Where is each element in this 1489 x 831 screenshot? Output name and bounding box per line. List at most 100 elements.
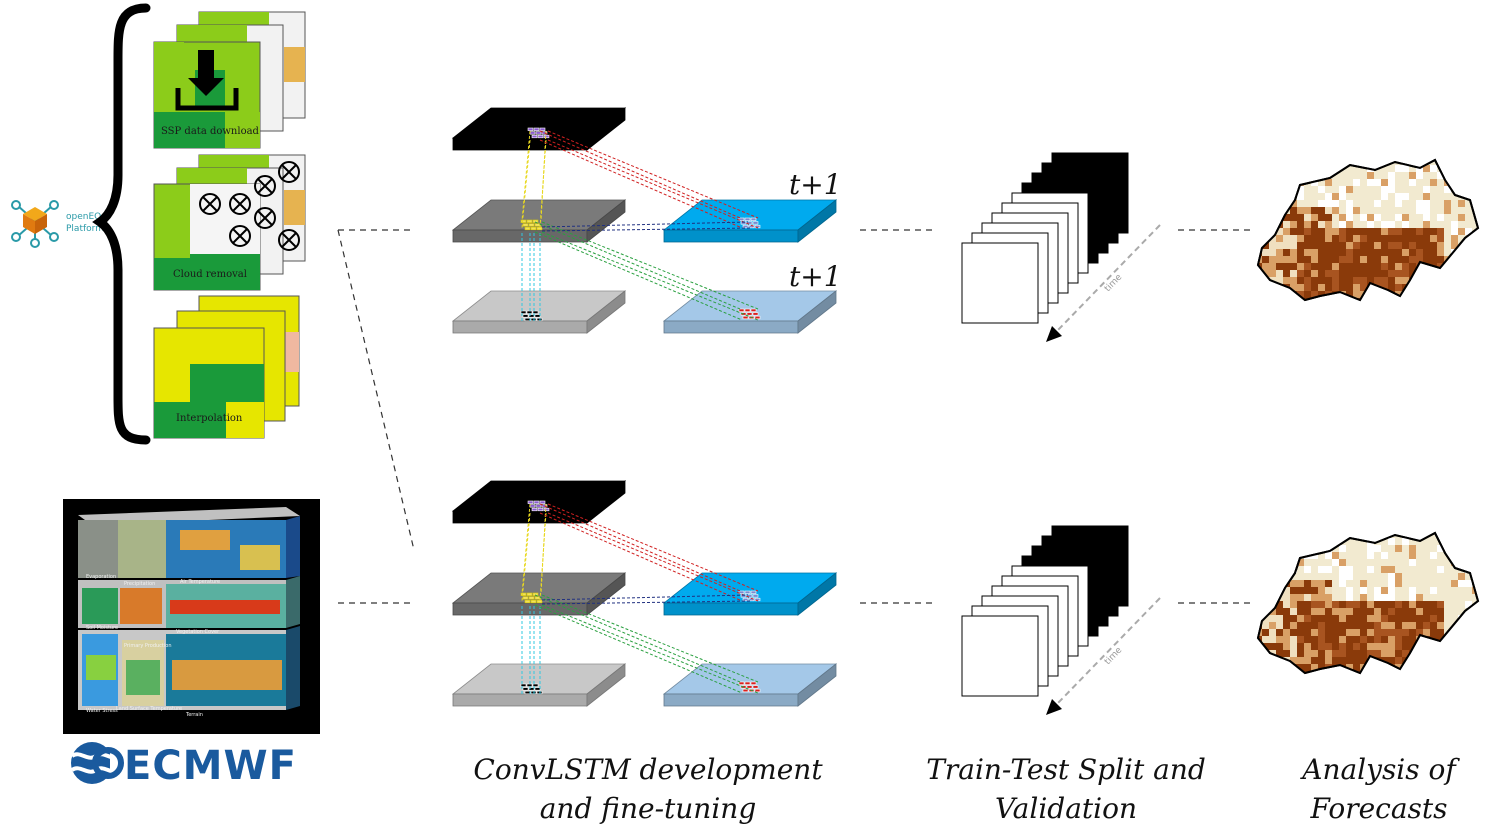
map-cell <box>1430 235 1437 242</box>
map-cell <box>1360 650 1367 657</box>
map-cell <box>1346 228 1353 235</box>
map-cell <box>1283 643 1290 650</box>
map-cell <box>1451 650 1458 657</box>
map-cell <box>1304 256 1311 263</box>
map-cell <box>1339 298 1346 300</box>
map-cell <box>1304 221 1311 228</box>
map-cell <box>1423 228 1430 235</box>
map-cell <box>1258 643 1262 650</box>
map-cell <box>1311 608 1318 615</box>
ssp-download-label: SSP data download <box>161 126 260 137</box>
map-cell <box>1402 650 1409 657</box>
time-arrow-line <box>1057 597 1161 704</box>
map-cell <box>1297 580 1304 587</box>
map-cell <box>1416 277 1423 284</box>
map-cell <box>1318 186 1325 193</box>
map-cell <box>1437 657 1444 664</box>
map-cell <box>1304 643 1311 650</box>
map-cell <box>1388 179 1395 186</box>
map-cell <box>1318 214 1325 221</box>
map-cell <box>1339 263 1346 270</box>
map-cell <box>1374 179 1381 186</box>
map-cell <box>1297 256 1304 263</box>
map-cell <box>1416 622 1423 629</box>
map-cell <box>1402 608 1409 615</box>
map-cell <box>1367 256 1374 263</box>
map-cell <box>1290 671 1297 673</box>
map-cell <box>1367 629 1374 636</box>
map-cell <box>1339 284 1346 291</box>
map-cell <box>1325 214 1332 221</box>
map-cell <box>1311 622 1318 629</box>
map-cell <box>1311 284 1318 291</box>
map-cell <box>1290 179 1297 186</box>
map-cell <box>1374 587 1381 594</box>
map-cell <box>1269 615 1276 622</box>
map-cell <box>1339 566 1346 573</box>
map-cell <box>1381 587 1388 594</box>
map-cell <box>1353 291 1360 298</box>
map-cell <box>1311 291 1318 298</box>
map-cell <box>1388 650 1395 657</box>
kernel-grid-bottom <box>520 310 543 322</box>
map-cell <box>1258 615 1262 622</box>
map-cell <box>1360 622 1367 629</box>
map-cell <box>1304 650 1311 657</box>
map-cell <box>1423 629 1430 636</box>
map-cell <box>1346 566 1353 573</box>
projection-line-yellow <box>521 130 531 222</box>
map-cell <box>1311 172 1318 179</box>
map-cell <box>1465 291 1472 298</box>
map-cell <box>1262 594 1269 601</box>
map-cell <box>1276 601 1283 608</box>
map-cell <box>1458 573 1465 580</box>
map-cell <box>1262 552 1269 559</box>
map-cell <box>1297 270 1304 277</box>
map-cell <box>1437 650 1444 657</box>
slab-side-face <box>586 199 626 243</box>
map-cell <box>1262 221 1269 228</box>
map-cell <box>1423 186 1430 193</box>
map-cell <box>1339 615 1346 622</box>
map-cell <box>1353 622 1360 629</box>
map-cell <box>1451 657 1458 664</box>
map-cell <box>1325 277 1332 284</box>
captions: ConvLSTM development and fine-tuning Tra… <box>473 753 1460 825</box>
map-cell <box>1395 657 1402 664</box>
map-cell <box>1332 235 1339 242</box>
map-cell <box>1346 242 1353 249</box>
map-cell <box>1374 249 1381 256</box>
map-cell <box>1360 615 1367 622</box>
map-cell <box>1304 601 1311 608</box>
map-cell <box>1339 193 1346 200</box>
grid-cell <box>522 596 529 600</box>
map-cell <box>1304 207 1311 214</box>
map-cell <box>1423 277 1430 284</box>
map-cell <box>1423 671 1430 673</box>
map-cell <box>1318 165 1325 172</box>
map-cell <box>1325 650 1332 657</box>
switzerland-border <box>1256 158 1480 302</box>
ecmwf-wave-icon <box>70 742 124 784</box>
openeo-platform-logo: openEO Platform <box>11 200 104 248</box>
map-cell <box>1258 664 1262 671</box>
map-cell <box>1297 664 1304 671</box>
map-cell <box>1262 298 1269 300</box>
map-cell <box>1339 277 1346 284</box>
map-cell <box>1353 650 1360 657</box>
map-cell <box>1388 249 1395 256</box>
map-cell <box>1258 298 1262 300</box>
map-cell <box>1269 594 1276 601</box>
cube-label-terrain: Terrain <box>185 712 203 718</box>
map-cell <box>1318 207 1325 214</box>
grid-cell <box>522 314 529 318</box>
time-arrow-head <box>1046 699 1062 715</box>
map-cell <box>1423 298 1430 300</box>
map-cell <box>1290 249 1297 256</box>
map-cell <box>1339 242 1346 249</box>
map-cell <box>1374 671 1381 673</box>
map-cell <box>1304 566 1311 573</box>
map-cell <box>1332 622 1339 629</box>
map-cell <box>1339 214 1346 221</box>
map-cell <box>1381 193 1388 200</box>
